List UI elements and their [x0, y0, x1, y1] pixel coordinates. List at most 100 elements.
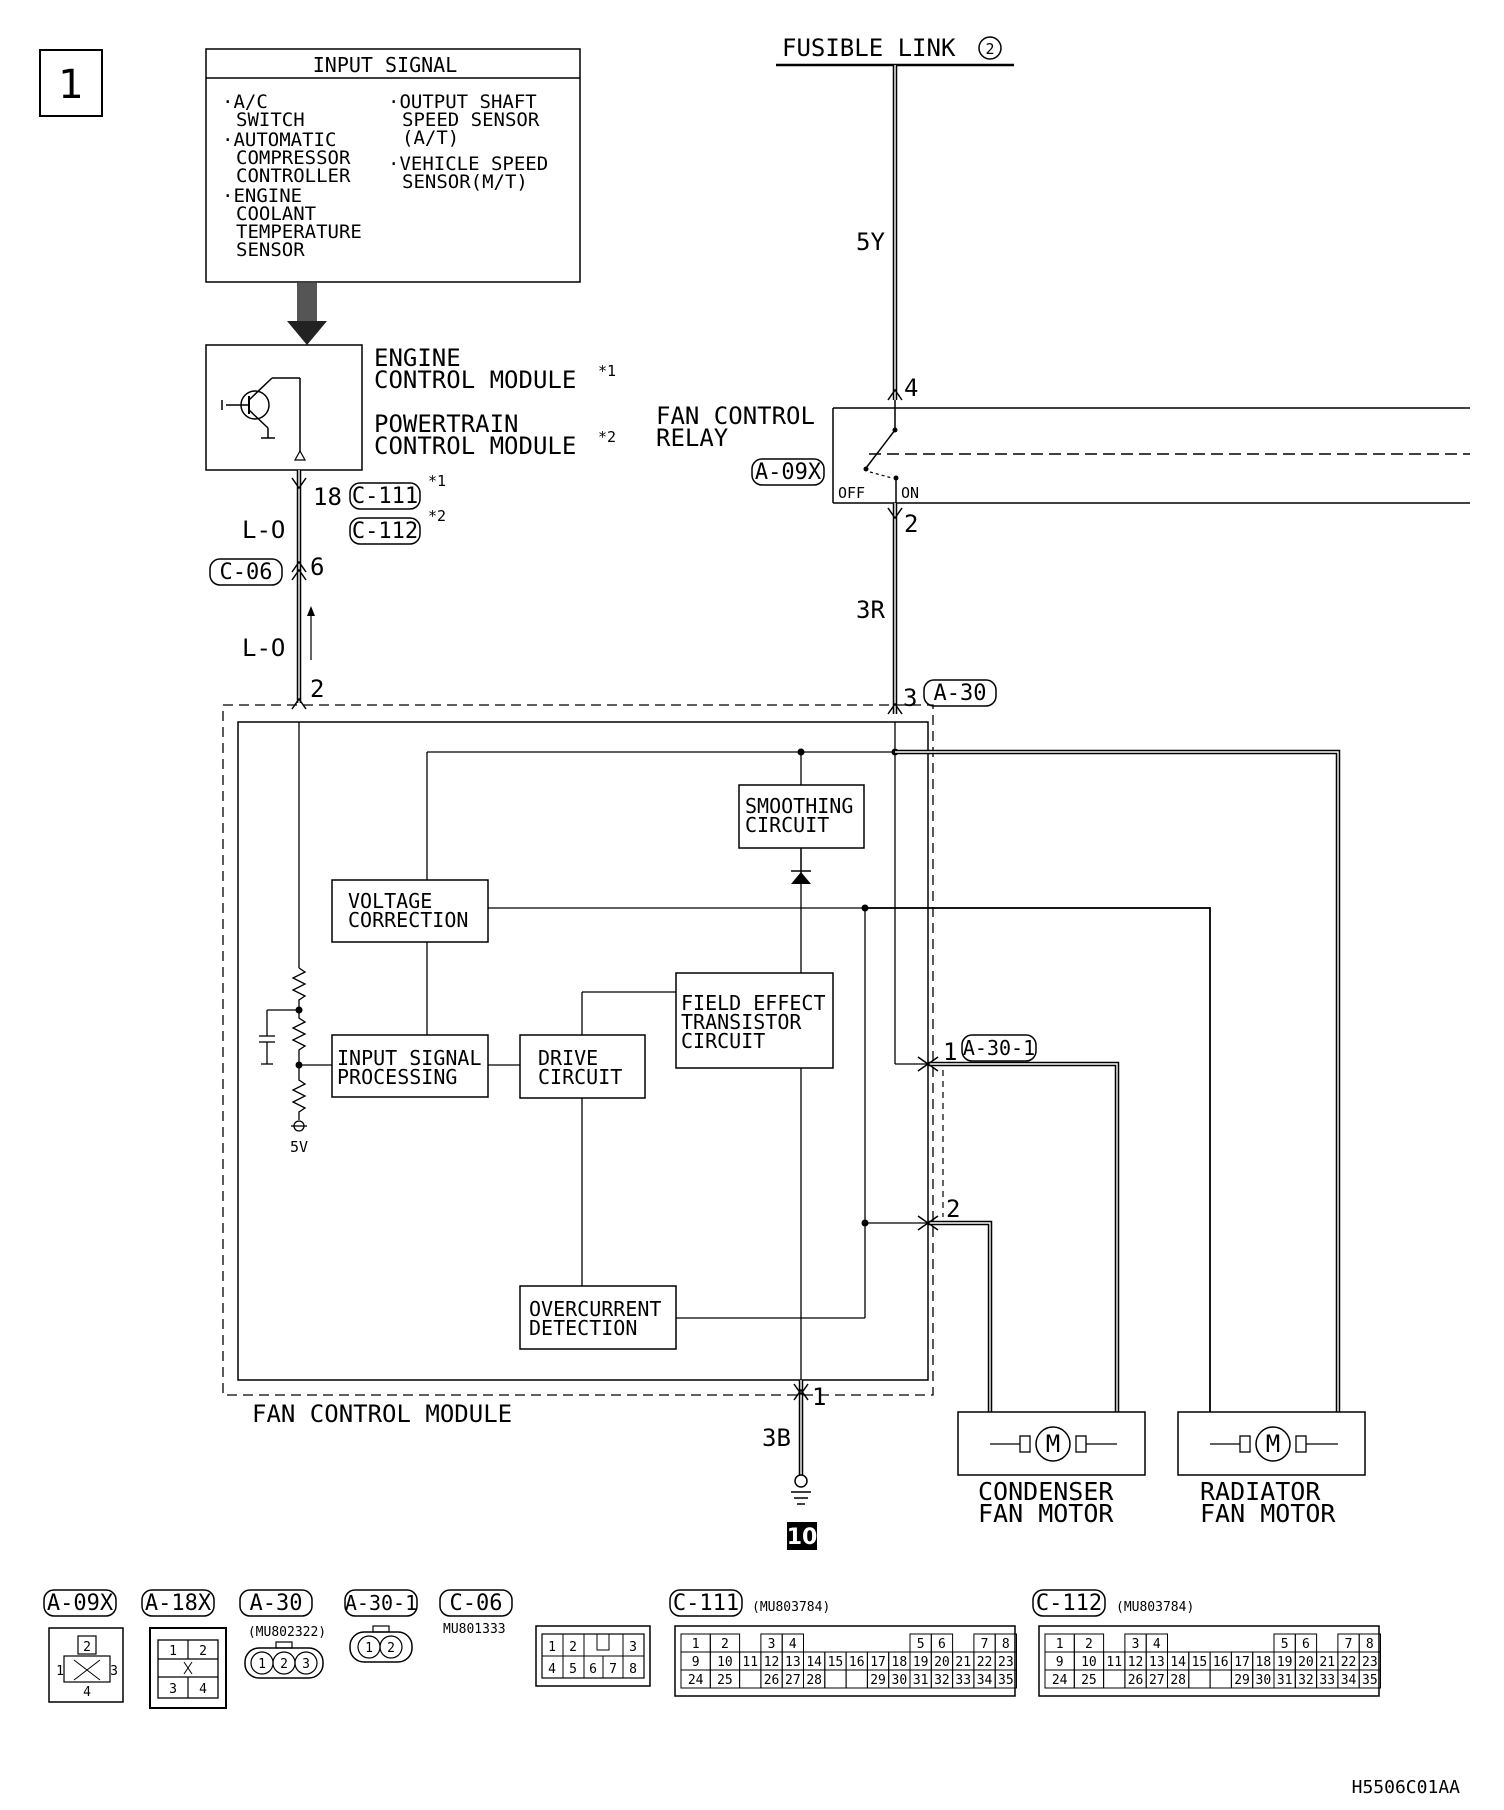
legend-pin: 16 [849, 1655, 865, 1670]
legend-pin: 32 [934, 1673, 950, 1688]
ground-wire-3b [793, 1380, 809, 1475]
legend-pin-cell [846, 1634, 867, 1652]
fusible-link-number: 2 [985, 40, 994, 58]
fet-line3: CIRCUIT [681, 1029, 765, 1053]
legend-pin: 12 [764, 1655, 780, 1670]
legend-pin: 8 [1002, 1637, 1010, 1652]
legend-pin: 7 [1345, 1637, 1353, 1652]
connector-c112-label: C-112 [352, 519, 418, 544]
smoothing-line2: CIRCUIT [745, 813, 829, 837]
legend-pin: 4 [199, 1682, 207, 1697]
legend-pin: 2 [387, 1641, 395, 1656]
legend-pin: 4 [83, 1685, 91, 1700]
overcurrent-detection-block: OVERCURRENT DETECTION [519, 1285, 677, 1350]
legend-pin-cell [1188, 1669, 1211, 1689]
voltage-line1: VOLTAGE [348, 889, 432, 913]
condenser-motor-label-line2: FAN MOTOR [978, 1499, 1114, 1528]
legend-pin: 3 [110, 1664, 118, 1679]
connector-tag-a30: A-30 [923, 679, 997, 707]
connector-c111-note: *1 [428, 472, 446, 490]
module-signal-pin: 2 [310, 675, 324, 703]
input-processing-line2: PROCESSING [337, 1065, 457, 1089]
legend-pin: 13 [785, 1655, 801, 1670]
legend-pin: 18 [892, 1655, 908, 1670]
legend-pin-cell [953, 1634, 974, 1652]
legend-pin: 13 [1149, 1655, 1165, 1670]
connector-tag-a09x: A-09X [751, 458, 825, 486]
legend-pin: 14 [806, 1655, 822, 1670]
ground-reference-badge: 10 [787, 1522, 817, 1550]
legend-pin: 35 [998, 1673, 1014, 1688]
legend-pin: 9 [1056, 1655, 1064, 1670]
legend-a30-part: (MU802322) [248, 1625, 326, 1640]
legend-pin: 3 [169, 1682, 177, 1697]
power-wire-5y [887, 65, 903, 401]
legend-pin: 30 [892, 1673, 908, 1688]
input-signal-left-list: ·A/C SWITCH ·AUTOMATIC COMPRESSOR CONTRO… [222, 91, 362, 261]
ecm-labels: ENGINE CONTROL MODULE *1 POWERTRAIN CONT… [374, 344, 616, 460]
radiator-motor-label-line2: FAN MOTOR [1200, 1499, 1336, 1528]
legend-pin-cell [845, 1669, 868, 1689]
legend-pin-cell [1103, 1669, 1126, 1689]
legend-c111-label: C-111 [673, 1591, 739, 1616]
legend-c06-part: MU801333 [443, 1622, 506, 1637]
legend-pin: 31 [913, 1673, 929, 1688]
legend-pin: 3 [302, 1657, 310, 1672]
legend-a30-label: A-30 [250, 1591, 303, 1616]
module-ground-pin: 1 [812, 1383, 826, 1411]
fet-line2: TRANSISTOR [681, 1010, 802, 1034]
overcurrent-line2: DETECTION [529, 1316, 637, 1340]
input-signal-item: ·VEHICLE SPEED [388, 153, 548, 175]
legend-c112: C-112 (MU803784) 19242102511312264132714… [1032, 1589, 1381, 1697]
module-power-pin: 3 [903, 684, 917, 712]
legend-pin: 34 [977, 1673, 993, 1688]
legend-pin: 24 [1052, 1673, 1068, 1688]
resistor-network [259, 967, 307, 1132]
legend-pin: 3 [768, 1637, 776, 1652]
ecm-note-1: *1 [598, 362, 616, 380]
legend-pin: 14 [1170, 1655, 1186, 1670]
input-signal-item: ·OUTPUT SHAFT [388, 91, 537, 113]
legend-pin-cell [889, 1634, 910, 1652]
legend-pin: 1 [169, 1644, 177, 1659]
signal-wire [291, 470, 315, 710]
legend-pin: 3 [1132, 1637, 1140, 1652]
wire-color-lower: L-O [242, 634, 285, 662]
condenser-motor-label-line1: CONDENSER [978, 1477, 1114, 1506]
legend-pin: 35 [1362, 1673, 1378, 1688]
input-signal-box: INPUT SIGNAL ·A/C SWITCH ·AUTOMATIC COMP… [205, 48, 581, 283]
legend-pin: 9 [692, 1655, 700, 1670]
legend-pin: 27 [1149, 1673, 1165, 1688]
legend-pin: 25 [1081, 1673, 1097, 1688]
wire-color-ground: 3B [762, 1424, 791, 1452]
legend-pin: 10 [1081, 1655, 1097, 1670]
legend-pin: 25 [717, 1673, 733, 1688]
connector-tag-a30-1: A-30-1 [961, 1034, 1037, 1062]
legend-pin: 2 [199, 1644, 207, 1659]
legend-pin: 8 [1366, 1637, 1374, 1652]
legend-pin: 1 [365, 1641, 373, 1656]
relay-label-line1: FAN CONTROL [656, 402, 815, 430]
connector-legend: A-09X 2 1 3 4 A-18X 1 2 3 4 [43, 1589, 1381, 1709]
legend-pin: 19 [913, 1655, 929, 1670]
legend-pin: 1 [56, 1664, 64, 1679]
legend-c112-label: C-112 [1036, 1591, 1102, 1616]
legend-pin: 4 [548, 1662, 556, 1677]
legend-pin: 7 [609, 1662, 617, 1677]
voltage-line2: CORRECTION [348, 908, 468, 932]
relay-pin-out: 2 [904, 510, 918, 538]
legend-pin: 28 [806, 1673, 822, 1688]
radiator-motor-label-line1: RADIATOR [1200, 1477, 1321, 1506]
wire-color-relay-out: 3R [856, 596, 885, 624]
legend-a09x-label: A-09X [47, 1591, 114, 1616]
connector-a30-label: A-30 [934, 681, 987, 706]
fet-line1: FIELD EFFECT [681, 991, 826, 1015]
legend-pin: 29 [870, 1673, 886, 1688]
ecm-pin-number: 18 [313, 483, 342, 511]
legend-pin-cell [1253, 1634, 1274, 1652]
input-signal-item: SENSOR [236, 239, 305, 261]
relay-pin-in: 4 [904, 374, 918, 402]
wire-color-supply: 5Y [856, 228, 885, 256]
